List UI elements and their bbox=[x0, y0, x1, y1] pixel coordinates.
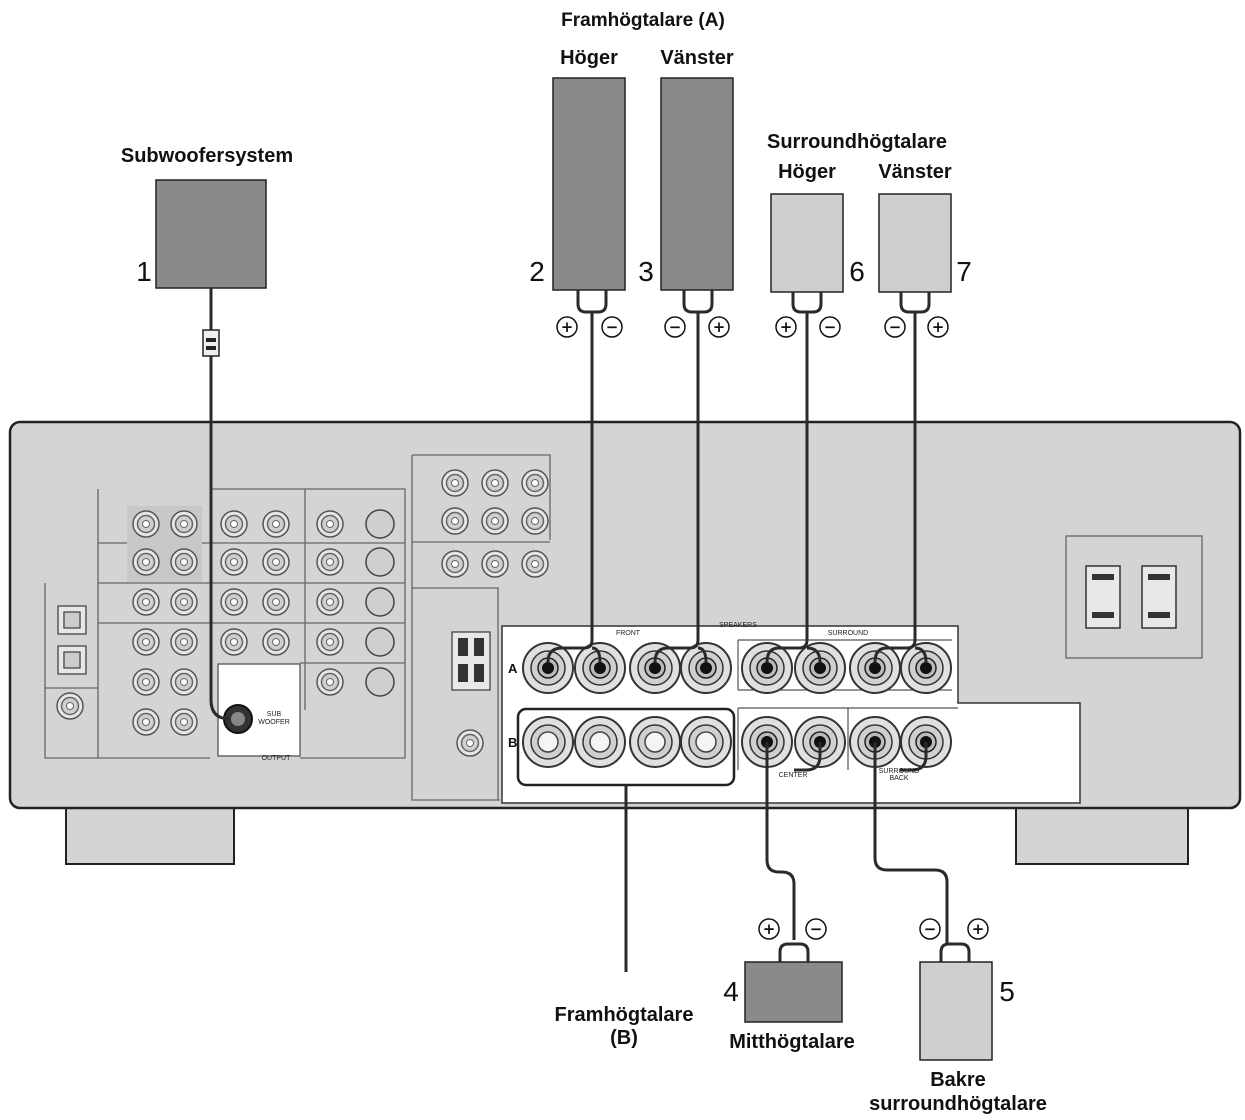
surround-back-label-1: SURROUND bbox=[879, 768, 919, 775]
subwoofer-title: Subwoofersystem bbox=[121, 145, 293, 167]
row-a-label: A bbox=[508, 661, 518, 676]
surround-back-label-2: BACK bbox=[889, 775, 908, 782]
number-2: 2 bbox=[529, 256, 545, 287]
front-left-speaker bbox=[660, 77, 734, 291]
sub-label: SUB bbox=[267, 711, 282, 718]
surround-title: Surroundhögtalare bbox=[767, 131, 947, 153]
front-a-title: Framhögtalare (A) bbox=[561, 10, 725, 31]
row-b-label: B bbox=[508, 735, 517, 750]
center-label: CENTER bbox=[779, 772, 808, 779]
ac-outlets bbox=[1065, 535, 1203, 659]
number-3: 3 bbox=[638, 256, 654, 287]
svg-text:+: + bbox=[763, 920, 776, 938]
surround-right-speaker bbox=[770, 193, 844, 293]
center-title: Mitthögtalare bbox=[729, 1031, 855, 1053]
receiver-foot-left bbox=[65, 807, 235, 865]
number-6: 6 bbox=[849, 256, 865, 287]
svg-text:−: − bbox=[669, 318, 682, 336]
svg-text:+: + bbox=[780, 318, 793, 336]
front-right-speaker bbox=[552, 77, 626, 291]
front-a-right-label: Höger bbox=[560, 47, 618, 69]
woofer-label: WOOFER bbox=[258, 719, 290, 726]
svg-text:−: − bbox=[810, 920, 823, 938]
receiver-foot-right bbox=[1015, 807, 1189, 865]
front-b-title-line2: (B) bbox=[610, 1027, 638, 1049]
svg-text:+: + bbox=[972, 920, 985, 938]
number-1: 1 bbox=[136, 256, 152, 287]
output-label: OUTPUT bbox=[262, 755, 292, 762]
number-5: 5 bbox=[999, 976, 1015, 1007]
surround-back-title-line1: Bakre bbox=[930, 1069, 986, 1091]
polarity-symbols: + − − + + − − + + − − + bbox=[556, 316, 989, 940]
surround-left-speaker bbox=[878, 193, 952, 293]
s-video-jacks bbox=[365, 509, 395, 697]
surround-right-label: Höger bbox=[778, 161, 836, 183]
svg-text:−: − bbox=[606, 318, 619, 336]
svg-text:+: + bbox=[561, 318, 574, 336]
svg-text:+: + bbox=[932, 318, 945, 336]
speaker-cables bbox=[546, 290, 971, 972]
front-b-title-line1: Framhögtalare bbox=[555, 1004, 694, 1026]
surround-label: SURROUND bbox=[828, 630, 868, 637]
svg-text:−: − bbox=[924, 920, 937, 938]
number-7: 7 bbox=[956, 256, 972, 287]
svg-text:−: − bbox=[889, 318, 902, 336]
number-4: 4 bbox=[723, 976, 739, 1007]
surround-back-title-line2: surroundhögtalare bbox=[869, 1093, 1047, 1115]
subwoofer-speaker bbox=[155, 179, 267, 289]
svg-text:−: − bbox=[824, 318, 837, 336]
center-speaker bbox=[744, 961, 843, 1023]
surround-left-label: Vänster bbox=[878, 161, 952, 183]
speakers-label: SPEAKERS bbox=[719, 622, 757, 629]
front-label: FRONT bbox=[616, 630, 641, 637]
svg-text:+: + bbox=[713, 318, 726, 336]
subwoofer-cable bbox=[202, 288, 231, 721]
surround-back-speaker bbox=[919, 961, 993, 1061]
front-a-left-label: Vänster bbox=[660, 47, 734, 69]
